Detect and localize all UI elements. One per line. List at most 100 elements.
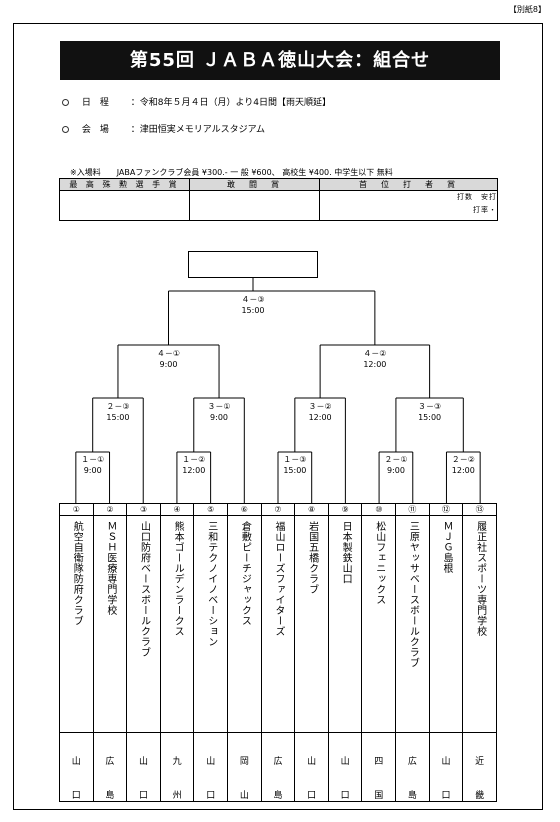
team-prefecture-bottom: 口 xyxy=(59,767,94,802)
team-prefecture-bottom: 国 xyxy=(361,767,397,802)
admission-note: ※入場料 JABAファンクラブ会員 ¥300.- 一 般 ¥600、 高校生 ¥… xyxy=(70,168,393,177)
mvp-award-cell xyxy=(59,190,190,221)
team-prefecture-bottom: 島 xyxy=(395,767,430,802)
venue-row: 会 場 ：津田恒実メモリアルスタジアム xyxy=(62,122,265,135)
team-prefecture-bottom: 島 xyxy=(260,767,296,802)
team-number: ⑪ xyxy=(395,503,430,516)
team-number: ⑩ xyxy=(361,503,397,516)
batting-average-label: 打率・ xyxy=(473,206,497,214)
team-name: ＭＪＧ島根 xyxy=(428,515,464,733)
venue-label: 会 場 xyxy=(81,125,109,135)
team-number: ① xyxy=(59,503,94,516)
page-tag: 【別紙8】 xyxy=(508,5,546,14)
match-3-1-time: 9:00 xyxy=(210,413,228,422)
match-4-3-time: 15:00 xyxy=(241,306,264,315)
team-name-text: 松山フェニックス xyxy=(373,521,385,605)
team-name: 三原ヤッサベースボールクラブ xyxy=(395,515,430,733)
team-prefecture-bottom: 口 xyxy=(126,767,161,802)
team-name: 熊本ゴールデンラークス xyxy=(159,515,195,733)
team-number: ⑥ xyxy=(227,503,262,516)
team-name-text: 三和テクノイノベーション xyxy=(205,521,217,647)
schedule-row: 日 程 ：令和8年５月４日（月）より4日間【雨天順延】 xyxy=(62,95,331,108)
team-number: ⑧ xyxy=(294,503,329,516)
team-prefecture-bottom: 口 xyxy=(327,767,363,802)
match-3-2-number: ３－② xyxy=(309,402,332,411)
team-number: ④ xyxy=(159,503,195,516)
match-3-2-time: 12:00 xyxy=(309,413,332,422)
team-prefecture-top: 岡 xyxy=(227,732,262,767)
match-3-1-number: ３－① xyxy=(207,402,230,411)
batting-title-award-cell: 打数 安打 打率・ xyxy=(319,190,498,221)
team-name-text: 履正社スポーツ専門学校 xyxy=(474,521,486,637)
team-name-text: 熊本ゴールデンラークス xyxy=(172,521,184,637)
team-prefecture-bottom: 口 xyxy=(294,767,329,802)
match-2-1-number: ２－① xyxy=(384,455,407,464)
team-prefecture-top: 山 xyxy=(428,732,464,767)
team-name-text: 三原ヤッサベースボールクラブ xyxy=(407,521,419,668)
match-1-2-number: １－② xyxy=(182,455,205,464)
team-prefecture-top: 四 xyxy=(361,732,397,767)
team-prefecture-top: 広 xyxy=(92,732,128,767)
team-name: 福山ローズファイターズ xyxy=(260,515,296,733)
page-frame xyxy=(13,23,543,810)
schedule-value: ：令和8年５月４日（月）より4日間【雨天順延】 xyxy=(130,98,332,108)
team-name: 岩国五橋クラブ xyxy=(294,515,329,733)
team-name-text: 山口防府ベースボールクラブ xyxy=(138,521,150,658)
team-name-text: 岩国五橋クラブ xyxy=(306,521,318,595)
team-prefecture-top: 広 xyxy=(395,732,430,767)
match-1-2-time: 12:00 xyxy=(182,466,205,475)
bullet-icon xyxy=(62,126,69,133)
match-3-3-number: ３－③ xyxy=(418,402,441,411)
match-4-1-number: ４－① xyxy=(157,349,180,358)
match-2-2-number: ２－② xyxy=(452,455,475,464)
team-prefecture-bottom: 山 xyxy=(227,767,262,802)
team-number: ⑦ xyxy=(260,503,296,516)
team-number: ② xyxy=(92,503,128,516)
team-name: 航空自衛隊防府クラブ xyxy=(59,515,94,733)
team-prefecture-top: 広 xyxy=(260,732,296,767)
match-4-1-time: 9:00 xyxy=(160,360,178,369)
match-2-1-time: 9:00 xyxy=(387,466,405,475)
team-prefecture-bottom: 口 xyxy=(428,767,464,802)
team-number: ⑨ xyxy=(327,503,363,516)
champion-box xyxy=(188,251,318,278)
page-title: 第55回 ＪＡＢＡ徳山大会：組合せ xyxy=(60,41,500,80)
team-prefecture-top: 山 xyxy=(294,732,329,767)
match-2-3-number: ２－③ xyxy=(106,402,129,411)
team-number: ⑤ xyxy=(193,503,229,516)
team-number: ⑫ xyxy=(428,503,464,516)
team-name-text: 航空自衛隊防府クラブ xyxy=(71,521,83,626)
team-name-text: ＭＳＨ医療専門学校 xyxy=(104,521,116,616)
bullet-icon xyxy=(62,99,69,106)
match-4-2-number: ４－② xyxy=(363,349,386,358)
match-1-3-time: 15:00 xyxy=(283,466,306,475)
team-name-text: ＭＪＧ島根 xyxy=(441,521,452,574)
team-prefecture-bottom: 島 xyxy=(92,767,128,802)
team-prefecture-top: 山 xyxy=(193,732,229,767)
team-name: 三和テクノイノベーション xyxy=(193,515,229,733)
at-bats-hits-label: 打数 安打 xyxy=(457,193,497,201)
match-1-1-number: １－① xyxy=(81,455,104,464)
match-4-3-number: ４－③ xyxy=(241,295,264,304)
team-name: ＭＳＨ医療専門学校 xyxy=(92,515,128,733)
match-3-3-time: 15:00 xyxy=(418,413,441,422)
match-1-1-time: 9:00 xyxy=(84,466,102,475)
team-name: 日本製鉄山口 xyxy=(327,515,363,733)
team-prefecture-bottom: 州 xyxy=(159,767,195,802)
team-number: ⑬ xyxy=(462,503,497,516)
match-2-2-time: 12:00 xyxy=(452,466,475,475)
match-1-3-number: １－③ xyxy=(283,455,306,464)
team-name: 倉敷ピーチジャックス xyxy=(227,515,262,733)
team-name-text: 福山ローズファイターズ xyxy=(272,521,284,637)
match-2-3-time: 15:00 xyxy=(106,413,129,422)
schedule-label: 日 程 xyxy=(81,98,109,108)
team-name: 履正社スポーツ専門学校 xyxy=(462,515,497,733)
team-name: 山口防府ベースボールクラブ xyxy=(126,515,161,733)
team-prefecture-top: 九 xyxy=(159,732,195,767)
team-name: 松山フェニックス xyxy=(361,515,397,733)
team-prefecture-bottom: 口 xyxy=(193,767,229,802)
team-name-text: 倉敷ピーチジャックス xyxy=(239,521,251,626)
team-prefecture-top: 山 xyxy=(59,732,94,767)
